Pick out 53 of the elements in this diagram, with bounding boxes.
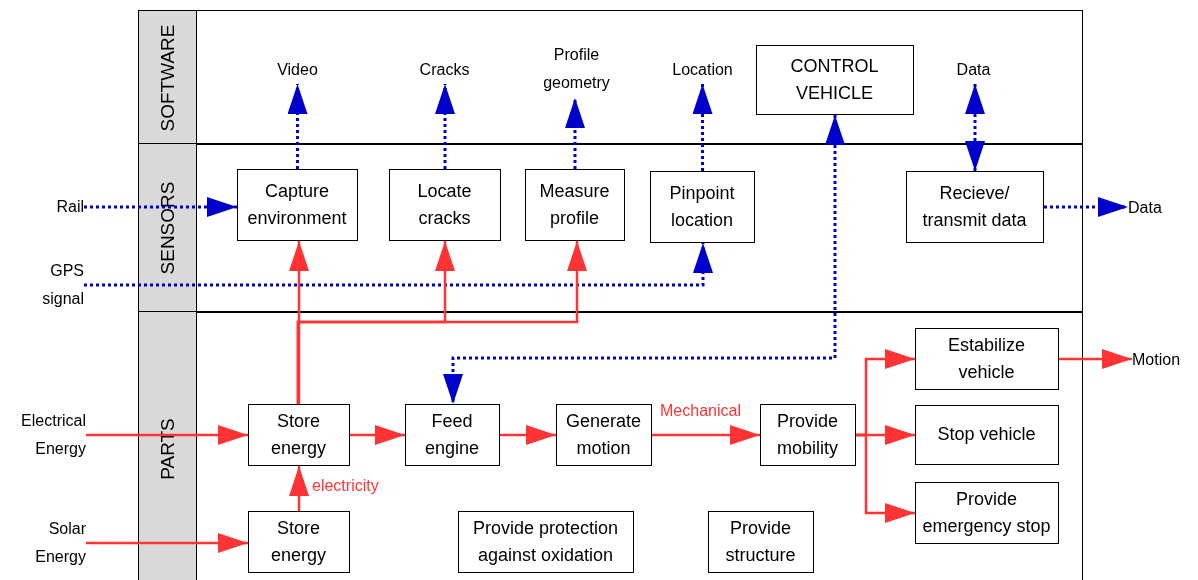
arrow: [1059, 349, 1132, 369]
arrow: [692, 84, 713, 171]
function-box: Measure profile: [524, 168, 625, 241]
arrow: [86, 533, 248, 553]
arrow: [856, 433, 915, 523]
swimlane: [138, 10, 1083, 145]
function-box: Store energy: [247, 510, 350, 573]
lane-title: SENSORS: [156, 181, 179, 275]
function-box: Generate motion: [555, 403, 652, 466]
function-box: Provide structure: [707, 510, 814, 573]
function-box: Stop vehicle: [914, 404, 1059, 465]
function-box: Capture environment: [236, 168, 358, 241]
arrow: [296, 241, 587, 404]
lane-title: SOFTWARE: [156, 24, 179, 131]
flow-label: GPS signal: [28, 256, 84, 314]
flow-label: Solar Energy: [10, 514, 86, 572]
arrow: [289, 241, 309, 404]
arrow: [289, 466, 309, 511]
arrow: [86, 425, 248, 445]
flow-label: Video: [262, 55, 333, 84]
arrow: [443, 115, 845, 404]
function-box: Store energy: [247, 403, 350, 466]
flow-label: Cracks: [409, 55, 480, 84]
function-box: Locate cracks: [388, 168, 501, 241]
function-box: Provide mobility: [759, 403, 856, 466]
edge-label: electricity: [310, 477, 381, 495]
function-box: Provide emergency stop: [914, 481, 1059, 544]
swimlane: [138, 143, 1083, 313]
function-box: CONTROL VEHICLE: [755, 44, 914, 115]
flow-label: Electrical Energy: [0, 406, 86, 464]
flow-label: Rail: [28, 193, 84, 221]
flow-label: Data: [1128, 194, 1183, 222]
arrow: [84, 243, 713, 287]
arrow: [287, 84, 308, 169]
arrow: [350, 425, 405, 445]
function-box: Feed engine: [404, 403, 500, 466]
arrow: [652, 425, 760, 445]
arrow: [965, 84, 985, 171]
arrow: [435, 84, 455, 169]
flow-label: Data: [943, 55, 1004, 84]
function-box: Estabilize vehicle: [914, 327, 1059, 390]
arrow: [84, 197, 237, 217]
arrow: [565, 98, 585, 169]
swimlane: [138, 311, 1083, 580]
flow-label: Motion: [1132, 346, 1198, 374]
flow-label: Location: [662, 55, 743, 84]
lane-title: PARTS: [156, 417, 179, 480]
function-box: Recieve/ transmit data: [905, 170, 1044, 243]
arrow: [500, 425, 556, 445]
arrow: [1044, 197, 1128, 217]
function-box: Provide protection against oxidation: [457, 510, 634, 573]
function-box: Pinpoint location: [649, 170, 755, 243]
flow-label: Profile geometry: [526, 39, 627, 98]
